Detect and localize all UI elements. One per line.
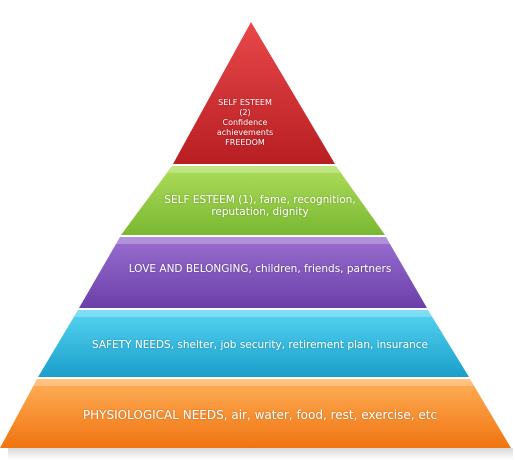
tier-4-line-1: SELF ESTEEM (1), fame, recognition, (164, 193, 356, 206)
tier-5-line-4: achievements (216, 128, 274, 137)
tier-5-line-2: (2) (239, 108, 251, 117)
tier-label-safety-needs: SAFETY NEEDS, shelter, job security, ret… (80, 330, 440, 360)
tier-2-line-1: SAFETY NEEDS, shelter, job security, ret… (91, 338, 429, 351)
tier-label-self-esteem-1: SELF ESTEEM (1), fame, recognition, repu… (160, 186, 360, 226)
tier-5-line-3: Confidence (222, 118, 268, 127)
tier-5-line-5: FREEDOM (225, 138, 265, 147)
tier-5-line-1: SELF ESTEEM (218, 98, 272, 107)
tier-4-line-2: reputation, dignity (211, 206, 309, 218)
tier-level-4 (121, 166, 385, 235)
tier-highlight-1 (33, 379, 474, 386)
tier-highlight-3 (116, 237, 390, 244)
tier-1-line-1: PHYSIOLOGICAL NEEDS, air, water, food, r… (82, 408, 438, 423)
tier-3-line-1: LOVE AND BELONGING, children, friends, p… (128, 262, 392, 275)
floor-shadow (8, 448, 513, 460)
tier-level-2 (38, 310, 469, 377)
tier-level-1 (0, 379, 511, 448)
tier-highlight-4 (168, 166, 340, 173)
tier-label-self-esteem-2: SELF ESTEEM (2) Confidence achievements … (190, 88, 300, 158)
tier-highlight-2 (74, 310, 432, 317)
tier-label-physiological-needs: PHYSIOLOGICAL NEEDS, air, water, food, r… (40, 400, 480, 432)
tier-level-3 (79, 237, 427, 308)
tier-level-5 (173, 22, 335, 164)
tier-label-love-belonging: LOVE AND BELONGING, children, friends, p… (110, 254, 410, 284)
